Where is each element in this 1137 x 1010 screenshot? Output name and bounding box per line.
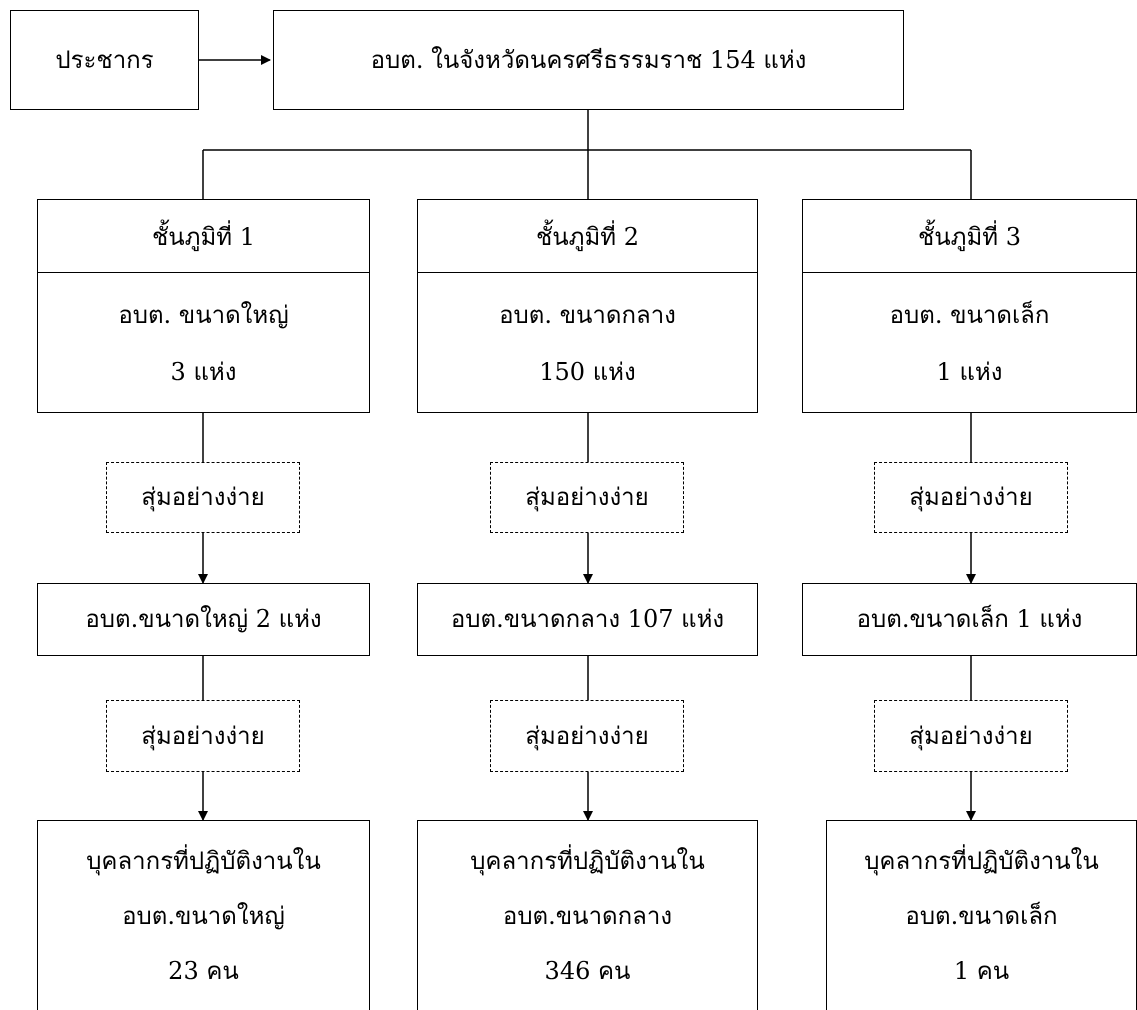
stratum-2-header: ชั้นภูมิที่ 2 [418,200,757,273]
final-box-2: บุคลากรที่ปฏิบัติงานใน อบต.ขนาดกลาง 346 … [417,820,758,1010]
final-3-line2: อบต.ขนาดเล็ก [905,902,1058,930]
population-main-box: อบต. ในจังหวัดนครศรีธรรมราช 154 แห่ง [273,10,904,110]
sampling-box-2a: สุ่มอย่างง่าย [490,462,684,533]
sampling-label: สุ่มอย่างง่าย [525,483,649,512]
sample-box-3: อบต.ขนาดเล็ก 1 แห่ง [802,583,1137,656]
final-3-line1: บุคลากรที่ปฏิบัติงานใน [864,847,1099,875]
stratum-1-count: 3 แห่ง [170,357,237,386]
sampling-label: สุ่มอย่างง่าย [909,483,1033,512]
sampling-label: สุ่มอย่างง่าย [525,721,649,750]
stratum-3-count: 1 แห่ง [936,357,1003,386]
sample-text-1: อบต.ขนาดใหญ่ 2 แห่ง [85,605,322,634]
sampling-box-1a: สุ่มอย่างง่าย [106,462,300,533]
sample-box-2: อบต.ขนาดกลาง 107 แห่ง [417,583,758,656]
final-box-1: บุคลากรที่ปฏิบัติงานใน อบต.ขนาดใหญ่ 23 ค… [37,820,370,1010]
final-1-line2: อบต.ขนาดใหญ่ [122,902,285,930]
stratum-1-size: อบต. ขนาดใหญ่ [118,300,289,329]
sampling-label: สุ่มอย่างง่าย [909,721,1033,750]
population-label: ประชากร [55,45,154,74]
final-2-line1: บุคลากรที่ปฏิบัติงานใน [470,847,705,875]
stratum-1-header: ชั้นภูมิที่ 1 [38,200,369,273]
stratum-2-box: ชั้นภูมิที่ 2 อบต. ขนาดกลาง 150 แห่ง [417,199,758,413]
stratum-1-box: ชั้นภูมิที่ 1 อบต. ขนาดใหญ่ 3 แห่ง [37,199,370,413]
stratum-3-header: ชั้นภูมิที่ 3 [803,200,1136,273]
final-2-line3: 346 คน [544,957,631,985]
sampling-label: สุ่มอย่างง่าย [141,721,265,750]
final-box-3: บุคลากรที่ปฏิบัติงานใน อบต.ขนาดเล็ก 1 คน [826,820,1137,1010]
population-main-text: อบต. ในจังหวัดนครศรีธรรมราช 154 แห่ง [370,45,807,74]
final-1-line1: บุคลากรที่ปฏิบัติงานใน [86,847,321,875]
stratum-3-size: อบต. ขนาดเล็ก [889,300,1050,329]
final-1-line3: 23 คน [168,957,239,985]
sample-text-3: อบต.ขนาดเล็ก 1 แห่ง [856,605,1083,634]
sampling-label: สุ่มอย่างง่าย [141,483,265,512]
sampling-box-2b: สุ่มอย่างง่าย [490,700,684,772]
stratum-3-box: ชั้นภูมิที่ 3 อบต. ขนาดเล็ก 1 แห่ง [802,199,1137,413]
final-2-line2: อบต.ขนาดกลาง [502,902,673,930]
sampling-box-3a: สุ่มอย่างง่าย [874,462,1068,533]
stratum-2-size: อบต. ขนาดกลาง [499,300,676,329]
population-label-box: ประชากร [10,10,199,110]
sampling-box-3b: สุ่มอย่างง่าย [874,700,1068,772]
sampling-box-1b: สุ่มอย่างง่าย [106,700,300,772]
sample-box-1: อบต.ขนาดใหญ่ 2 แห่ง [37,583,370,656]
sample-text-2: อบต.ขนาดกลาง 107 แห่ง [450,605,725,634]
final-3-line3: 1 คน [953,957,1010,985]
stratum-2-count: 150 แห่ง [539,357,636,386]
